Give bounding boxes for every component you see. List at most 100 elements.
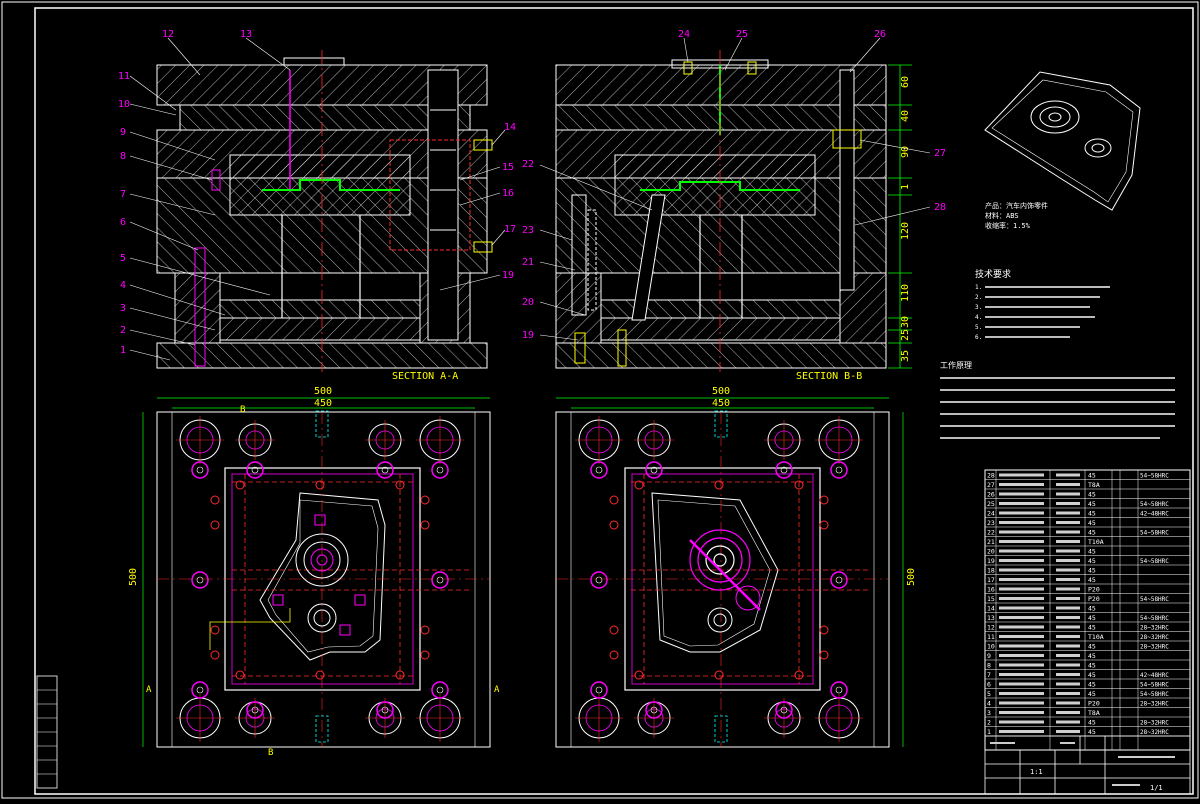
part-name-line: 收缩率：1.5% [985,221,1031,230]
screw-ring [590,461,608,479]
bom-item-number: 24 [987,510,995,518]
bom-item-number: 16 [987,586,995,594]
screw-core [196,466,204,474]
revision-strip [36,675,58,789]
callout-number: 25 [736,29,748,40]
bom-material: 45 [1088,728,1096,736]
vertical-dim-label: 40 [900,110,911,122]
screw-core [436,466,444,474]
bom-item-number: 18 [987,567,995,575]
callout-number: 5 [120,253,126,264]
bom-material: 45 [1088,681,1096,689]
bom-item-number: 14 [987,605,995,613]
bolt-mark [420,520,430,530]
callout-number: 9 [120,127,126,138]
bom-material: P20 [1088,595,1100,603]
screw-ring [431,681,449,699]
bom-item-number: 7 [987,671,991,679]
bolt-mark [714,480,724,490]
callout-number: 17 [504,224,516,235]
bom-item-number: 11 [987,633,995,641]
screw-ring [775,701,793,719]
bom-item-number: 25 [987,500,995,508]
bom-item-number: 1 [987,728,991,736]
screw-ring [830,681,848,699]
callout-number: 28 [934,202,946,213]
screw-ring [191,571,209,589]
plan-outer-width: 500 [314,386,332,397]
tech-line: 2. [975,294,982,301]
bolt-mark [609,520,619,530]
cavity-boss-ring [303,541,341,579]
title-block [984,735,1191,795]
tech-requirements-title: 技术要求 [975,268,1011,280]
screw-core [196,686,204,694]
bom-material: P20 [1088,700,1100,708]
bom-hardness: 54~58HRC [1140,682,1169,689]
bom-hardness: 54~58HRC [1140,691,1169,698]
part-isometric-view [984,71,1141,211]
bolt-mark [210,650,220,660]
bom-hardness: 54~58HRC [1140,473,1169,480]
bom-item-number: 27 [987,481,995,489]
plan-right-features [556,410,889,747]
bom-item-number: 22 [987,529,995,537]
locating-slot [714,410,728,438]
callouts-a-a-right [439,129,506,291]
cavity-hole-ring [307,603,337,633]
bom-material: 45 [1088,662,1096,670]
bom-material: 45 [1088,605,1096,613]
callout-number: 26 [874,29,886,40]
insert-pin [339,624,351,636]
bolt-mark [210,520,220,530]
screw-ring [431,571,449,589]
bolt-mark [609,650,619,660]
bolt-mark [315,480,325,490]
plan-inner-width: 450 [314,398,332,409]
screw-core [595,466,603,474]
screw-core [436,576,444,584]
plan-left-dims [142,397,490,747]
bolt-mark [210,495,220,505]
bom-item-number: 23 [987,519,995,527]
part-name-line: 材料：ABS [985,211,1019,220]
locating-slot [315,410,329,438]
title-block-scale: 1:1 [1030,768,1043,776]
bom-hardness: 28~32HRC [1140,625,1169,632]
section-a-a-label: SECTION A-A [392,371,458,382]
bom-material: 45 [1088,719,1096,727]
plan-height: 500 [906,568,917,586]
plan-right-dims [556,397,904,747]
screw-ring [590,681,608,699]
bom-item-number: 21 [987,538,995,546]
callout-number: 20 [522,297,534,308]
bolt-mark [395,480,405,490]
callout-number: 19 [502,270,514,281]
vertical-dim-label: 110 [900,284,911,302]
vertical-dim-label: 90 [900,146,911,158]
cut-marker-b: B [240,405,245,415]
callout-number: 7 [120,189,126,200]
screw-core [835,576,843,584]
bom-item-number: 12 [987,624,995,632]
core-boss-ring [705,545,735,575]
callout-number: 16 [502,188,514,199]
bom-item-number: 8 [987,662,991,670]
bom-material: T10A [1088,538,1104,546]
screw-ring [191,681,209,699]
bom-material: 45 [1088,690,1096,698]
screw-ring [246,701,264,719]
plan-height: 500 [128,568,139,586]
callout-number: 15 [502,162,514,173]
bom-item-number: 3 [987,709,991,717]
bom-material: 45 [1088,576,1096,584]
bom-material: T10A [1088,633,1104,641]
title-block-sheet: 1/1 [1150,784,1163,792]
callout-number: 11 [118,71,130,82]
screw-core [835,466,843,474]
insert-pin [314,514,326,526]
plan-left-features [157,410,490,747]
bolt-mark [634,670,644,680]
screw-core [595,686,603,694]
